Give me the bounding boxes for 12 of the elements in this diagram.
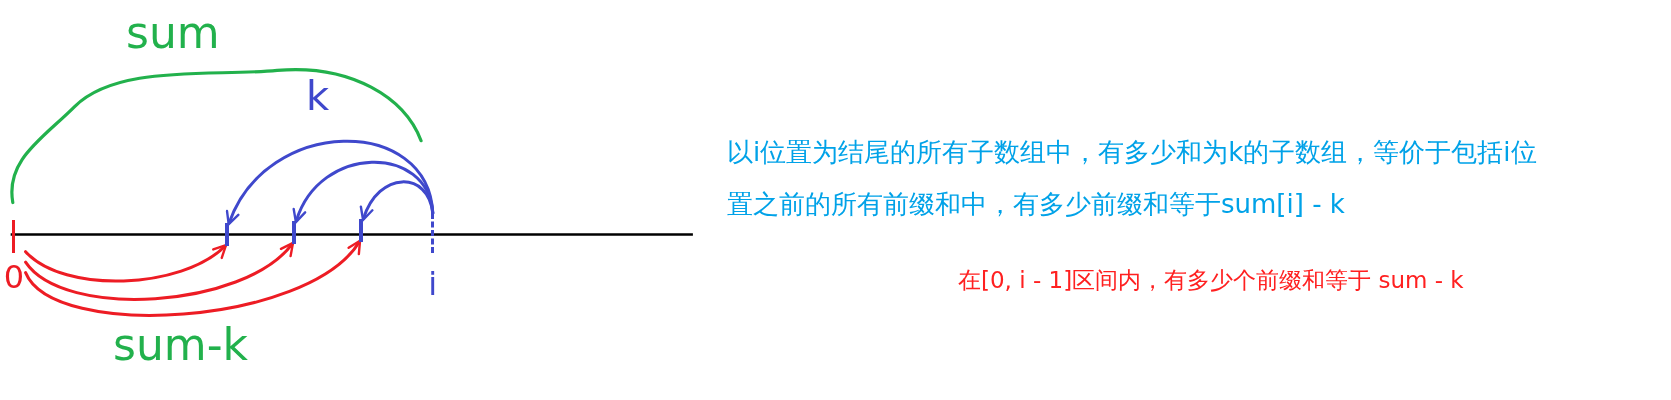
arrow (24, 239, 362, 317)
arrow (227, 139, 435, 226)
arrow (24, 241, 295, 301)
sum-label: sum (126, 6, 220, 59)
k-label: k (306, 72, 330, 120)
tick-mark (292, 220, 297, 245)
sum-minus-k-label: sum-k (113, 318, 249, 371)
tick-mark (224, 222, 230, 247)
interval-note: 在[0, i - 1]区间内，有多少个前缀和等于 sum - k (958, 266, 1464, 294)
tick-mark (359, 218, 364, 242)
arrow (24, 244, 228, 283)
explanation-text: 以i位置为结尾的所有子数组中，有多少和为k的子数组，等价于包括i位置之前的所有前缀和中，有多少前缀和等于sum[i] - k (727, 136, 1538, 221)
